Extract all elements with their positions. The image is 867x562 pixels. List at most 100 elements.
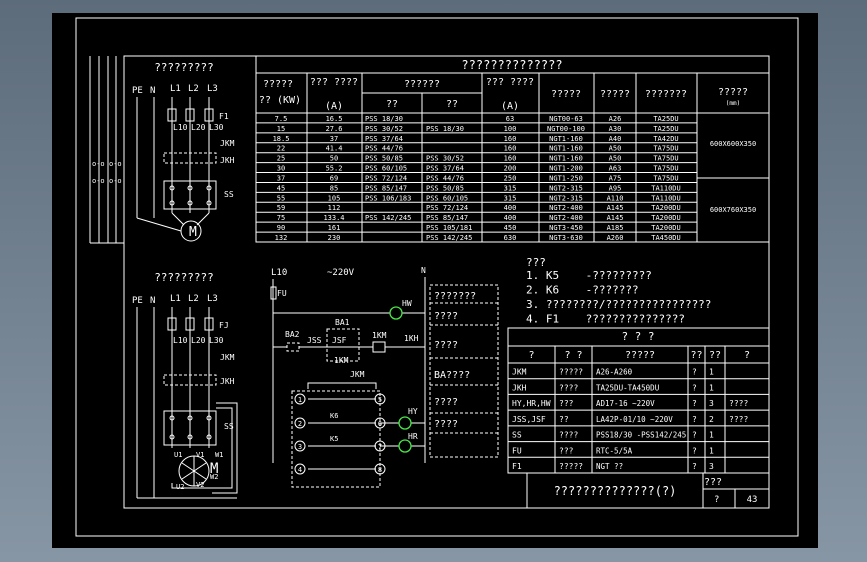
table-cell: PSS 142/245: [365, 214, 411, 222]
table-cell: TA200DU: [651, 204, 681, 212]
parts-cell: ?: [692, 431, 697, 440]
note-line: 3. ????????/????????????????: [526, 298, 711, 311]
note-line: 2. K6 -???????: [526, 284, 639, 297]
table-cell: NGT3-450: [549, 224, 583, 232]
table-cell: TA450DU: [651, 234, 681, 242]
parts-cell: PSS18/30 -PSS142/245: [596, 431, 686, 440]
hy-lamp-icon: [398, 416, 412, 430]
parts-cell: ?: [692, 446, 697, 455]
terminal-label: 8: [378, 466, 382, 474]
mc2-w2-label: W2: [210, 473, 218, 481]
mc2-l2-label: L2: [188, 294, 199, 304]
parts-header: ?: [528, 350, 534, 361]
mc1-l10-label: L10: [173, 123, 188, 132]
parts-cell: NGT ??: [596, 462, 623, 471]
table-cell: NGT00-63: [549, 115, 583, 123]
table-cell: PSS 105/181: [426, 224, 472, 232]
coil-icon: [372, 341, 386, 353]
parts-cell: ????: [559, 431, 578, 440]
table-cell: A75: [609, 174, 622, 182]
parts-header: ??: [690, 350, 702, 361]
table-cell: PSS 44/76: [365, 145, 403, 153]
table-cell: 45: [277, 184, 285, 192]
ctrl-jss-label: JSS: [307, 336, 322, 345]
table-cell: 41.4: [326, 145, 343, 153]
hw-lamp-icon: [389, 306, 403, 320]
mc2-title: ?????????: [154, 271, 214, 284]
mc2-jkm-label: JKM: [220, 353, 235, 362]
parts-cell: 1: [709, 368, 714, 377]
table-cell: NGT3-630: [549, 234, 583, 242]
parts-title: ? ? ?: [621, 330, 654, 343]
parts-header: ??: [709, 350, 721, 361]
table-cell: PSS 106/183: [365, 194, 411, 202]
drawing-title: ??????????????(?): [554, 484, 677, 498]
table-cell: NGT00-100: [547, 125, 585, 133]
notes-lines: 1. K5 -?????????2. K6 -???????3. ???????…: [526, 269, 711, 326]
mc2-pe-label: PE: [132, 296, 143, 306]
table-cell: A63: [609, 165, 622, 173]
ctrl-k6-label: K6: [330, 412, 338, 420]
svg-text:o-o: o-o: [92, 160, 105, 168]
parts-cell: ?: [692, 415, 697, 424]
mc2-jkh-label: JKH: [220, 377, 235, 386]
mc1-l3-label: L3: [207, 84, 218, 94]
table-cell: 75: [277, 214, 285, 222]
table-cell: 16.5: [326, 115, 343, 123]
table-cell: A30: [609, 125, 622, 133]
hdr-sub2: ??: [446, 99, 458, 110]
terminal-icon: [294, 440, 306, 452]
mc2-motor-label: M: [210, 461, 218, 477]
table-cell: 22: [277, 145, 285, 153]
ctrl-hy-label: HY: [408, 407, 418, 416]
hdr-contactor: ?????: [600, 89, 630, 100]
table-cell: PSS 30/52: [365, 125, 403, 133]
table-cell: 69: [330, 174, 338, 182]
table-cell: PSS 18/30: [426, 125, 464, 133]
table-cell: PSS 37/64: [426, 165, 464, 173]
table-cell: NGT1-160: [549, 155, 583, 163]
parts-cell: ??: [559, 415, 569, 424]
control-circuit: L10 ~220V N FU HW BA2 JSS BA1 JSF 1KM 1K…: [270, 266, 499, 488]
hdr-cabinet-unit: (mm): [726, 100, 740, 107]
table-cell: 7.5: [275, 115, 288, 123]
ctrl-k5-label: K5: [330, 435, 338, 443]
mc1-title: ?????????: [154, 61, 214, 74]
mc2-w1-label: W1: [215, 451, 223, 459]
table-cell: 37: [330, 135, 338, 143]
table-cell: 400: [504, 214, 517, 222]
drawing-sheet: o-o o-o o-o o-o ?????????????? ????? ?? …: [52, 13, 818, 548]
hdr-breaker-unit: (A): [501, 101, 519, 112]
parts-cell: 1: [709, 446, 714, 455]
terminal-label: 7: [378, 443, 382, 451]
mc2-v1-label: V1: [196, 451, 204, 459]
parts-cell: 1: [709, 431, 714, 440]
hdr-cabinet: ?????: [718, 87, 748, 98]
table-cell: A95: [609, 184, 622, 192]
table-cell: 315: [504, 194, 517, 202]
parts-cell: ????: [729, 415, 748, 424]
table-cell: TA75DU: [653, 165, 678, 173]
table-cell: 105: [328, 194, 341, 202]
mc1-motor-label: M: [189, 225, 197, 240]
table-cell: 200: [504, 165, 517, 173]
main-circuit-star-delta: ????????? PE N L1 L2 L3 FJ L10 L20 L30 J…: [132, 271, 238, 499]
table-cell: A26: [609, 115, 622, 123]
table-cell: NGT2-400: [549, 214, 583, 222]
parts-cell: ???: [559, 446, 574, 455]
table-cell: PSS 142/245: [426, 234, 472, 242]
ctrl-km2-label: 1KM: [372, 331, 387, 340]
parts-cell: SS: [512, 431, 522, 440]
mc1-jkm-label: JKM: [220, 139, 235, 148]
table-cell: NGT1-160: [549, 135, 583, 143]
margin-strips: o-o o-o o-o o-o: [89, 56, 124, 244]
notes-title: ???: [526, 256, 546, 269]
title-block: ??????????????(?) ??? ? 43: [526, 472, 770, 509]
table-cell: PSS 60/105: [426, 194, 468, 202]
parts-header: ? ?: [564, 350, 582, 361]
parts-cell: RTC-5/5A: [596, 446, 633, 455]
parts-cell: JSS,JSF: [512, 415, 546, 424]
hr-lamp-icon: [398, 439, 412, 453]
